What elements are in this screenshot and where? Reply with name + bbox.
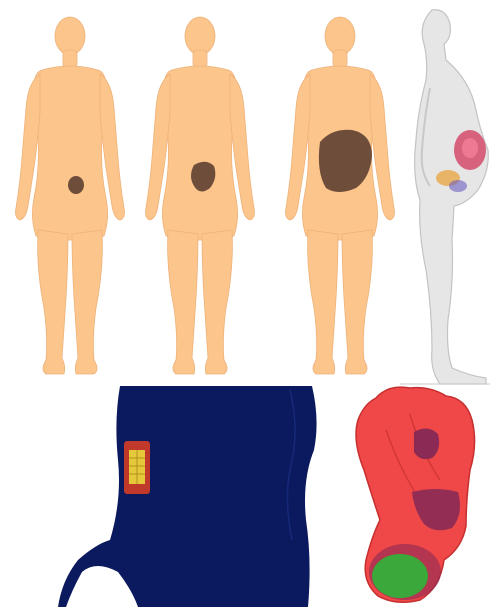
- organ-side: [449, 180, 467, 192]
- organ-model: [356, 387, 475, 602]
- front-figure-mid: [146, 17, 255, 374]
- phone-source: [124, 441, 150, 494]
- fetus-green: [372, 554, 428, 598]
- front-figure-early: [16, 17, 125, 374]
- uterus-small: [68, 176, 84, 194]
- side-figure-transparent: [400, 10, 490, 384]
- fetus-side: [462, 138, 478, 158]
- front-figure-late: [286, 17, 395, 374]
- torso-model: [58, 386, 317, 607]
- organ-upper: [414, 428, 439, 459]
